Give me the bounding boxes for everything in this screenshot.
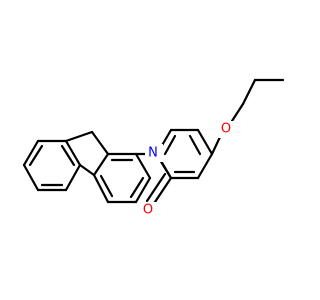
bond-l [92, 152, 110, 177]
bond-k [90, 130, 110, 156]
bond-j [64, 130, 94, 143]
bond-y-double [145, 172, 167, 203]
carbonyl-oxygen-label-bg [140, 202, 157, 219]
bond-ag-double [163, 134, 177, 156]
bond-h-double [60, 144, 76, 167]
bond-u-double [99, 174, 114, 198]
nitrogen-atom-label: N [148, 146, 158, 161]
molecule-structure: N O O [22, 78, 285, 219]
carbonyl-oxygen-atom-label: O [143, 203, 153, 218]
bond-a [22, 139, 40, 167]
bond-f [22, 163, 40, 192]
bond-ab [196, 128, 214, 156]
bond-d [64, 163, 82, 192]
nitrogen-label-bg [145, 144, 163, 162]
molecule-canvas: N O O [22, 78, 285, 219]
bond-o [134, 152, 152, 180]
ether-oxygen-atom-label: O [221, 122, 231, 137]
atom-label-layer: N O O [140, 121, 235, 219]
bond-m [78, 163, 96, 177]
bond-p [134, 176, 152, 204]
bond-c [64, 139, 82, 167]
ether-oxygen-label-bg [218, 121, 235, 138]
bond-x [151, 176, 173, 207]
bond-aa [196, 152, 214, 180]
bond-t-double [129, 176, 145, 199]
bond-g-double [28, 144, 44, 167]
bond-ai [210, 135, 222, 156]
bond-r [92, 173, 110, 204]
bond-af-double [188, 134, 202, 156]
bond-aj [230, 102, 245, 123]
bond-layer [22, 78, 285, 207]
bond-ak [241, 78, 257, 106]
